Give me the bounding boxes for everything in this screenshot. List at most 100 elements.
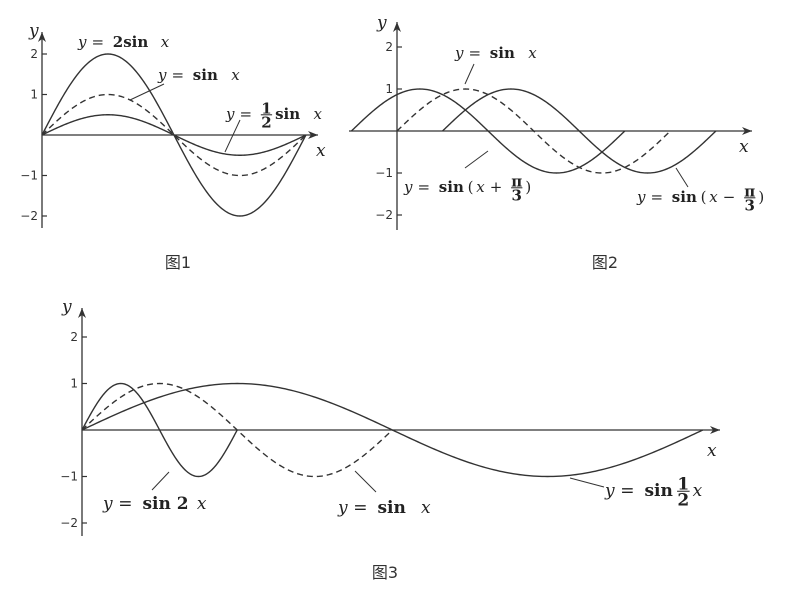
- series-leader: [129, 83, 165, 101]
- series-label-frac-num: π: [744, 182, 755, 200]
- y-tick-label: 2: [70, 330, 78, 344]
- series-label-part: y: [157, 66, 167, 84]
- y-tick-label: −2: [60, 516, 78, 530]
- series-label-part: sin 2: [142, 494, 188, 514]
- y-axis-label: y: [28, 21, 39, 41]
- series-leader: [569, 477, 605, 488]
- series-label-part: ): [525, 178, 531, 196]
- series-leader: [354, 470, 377, 493]
- series-label-part: x: [709, 188, 718, 206]
- series-label-frac-num: π: [511, 172, 522, 190]
- x-axis-label: x: [316, 141, 326, 161]
- y-tick-label: −2: [375, 208, 393, 222]
- series-label: y = sin x: [157, 66, 240, 84]
- series-label-part: y: [337, 498, 348, 518]
- series-label-part: sin: [439, 178, 464, 196]
- series-label-part: x: [161, 33, 170, 51]
- figure-caption: 图3: [372, 563, 398, 582]
- series-leader: [675, 167, 689, 188]
- series-label: y = sin x: [337, 498, 431, 518]
- series-label-part: =: [235, 105, 257, 123]
- series-label: y = 2sin x: [77, 33, 170, 51]
- y-axis-arrow: [393, 22, 401, 32]
- series-label-part: x: [421, 498, 431, 518]
- series-line: [41, 114, 307, 156]
- y-tick-label: 2: [385, 40, 393, 54]
- series-label-frac-den: 3: [745, 196, 755, 214]
- series-label-part: y: [454, 44, 464, 62]
- series-label-part: 2sin: [113, 33, 154, 51]
- series-label-part: sin: [644, 481, 672, 501]
- series-label: y = sin(x + π3): [403, 172, 531, 204]
- series-label-part: =: [113, 494, 138, 514]
- series-label-part: x: [528, 44, 537, 62]
- series-label-part: −: [718, 188, 740, 206]
- series-leader: [151, 471, 170, 491]
- series-label-part: =: [348, 498, 373, 518]
- series-label-part: sin: [672, 188, 697, 206]
- series-label-part: (: [701, 188, 707, 206]
- x-axis-arrow: [308, 131, 318, 139]
- series-label-part: x: [476, 178, 485, 196]
- figure-caption: 图2: [592, 253, 618, 272]
- series-label-part: ): [758, 188, 764, 206]
- x-axis-arrow: [710, 426, 720, 434]
- series-label-part: y: [403, 178, 413, 196]
- series-line: [81, 382, 393, 478]
- series-line: [442, 88, 717, 174]
- y-tick-label: 1: [70, 377, 78, 391]
- series-label-frac-den: 2: [261, 113, 271, 131]
- series-label-part: y: [102, 494, 113, 514]
- y-tick-label: 1: [30, 88, 38, 102]
- series-label-frac-den: 2: [677, 490, 689, 510]
- figure-caption: 图1: [165, 253, 191, 272]
- x-axis-label: x: [707, 441, 717, 461]
- series-label: y = sin 2 x: [102, 494, 207, 514]
- series-label-part: =: [464, 44, 486, 62]
- series-label-part: sin: [193, 66, 223, 84]
- y-tick-label: −1: [60, 470, 78, 484]
- series-label-part: sin: [377, 498, 411, 518]
- x-axis-arrow: [742, 127, 752, 135]
- series-label-part: x: [314, 105, 323, 123]
- series-label-part: =: [87, 33, 109, 51]
- series-label-part: sin: [490, 44, 520, 62]
- y-tick-label: 1: [385, 82, 393, 96]
- series-label-part: x: [693, 481, 703, 501]
- series-label-part: y: [225, 105, 235, 123]
- series-line: [81, 382, 238, 478]
- series-label-part: +: [485, 178, 507, 196]
- series-label-part: y: [77, 33, 87, 51]
- series-label-frac-num: 1: [261, 99, 271, 117]
- series-label-part: (: [468, 178, 474, 196]
- y-tick-label: −1: [375, 166, 393, 180]
- series-label-part: =: [413, 178, 435, 196]
- y-tick-label: 2: [30, 47, 38, 61]
- series-label-part: x: [231, 66, 240, 84]
- y-axis-arrow: [78, 308, 86, 318]
- series-label-part: y: [636, 188, 646, 206]
- series-label-part: =: [646, 188, 668, 206]
- series-label-frac-num: 1: [677, 475, 689, 495]
- series-line: [81, 382, 704, 478]
- y-tick-label: −1: [20, 169, 38, 183]
- series-label-frac-den: 3: [512, 186, 522, 204]
- series-label-part: =: [615, 481, 640, 501]
- series-label: y = sin x: [454, 44, 537, 62]
- series-label-part: y: [604, 481, 615, 501]
- y-tick-label: −2: [20, 209, 38, 223]
- series-leader: [464, 63, 475, 85]
- y-axis-label: y: [61, 297, 72, 317]
- series-label-part: x: [197, 494, 207, 514]
- y-axis-label: y: [376, 13, 387, 33]
- x-axis-label: x: [739, 137, 749, 157]
- series-leader: [464, 150, 489, 169]
- series-label: y = sin(x − π3): [636, 182, 764, 214]
- series-line: [350, 88, 626, 174]
